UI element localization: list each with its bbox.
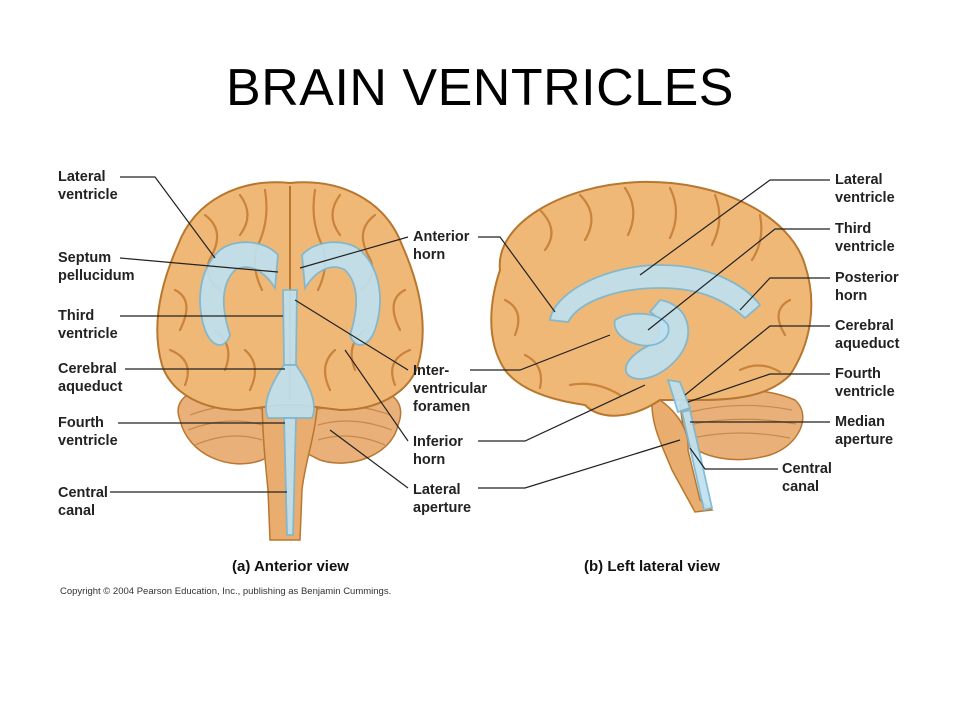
label-central-canal-a: Central [58, 485, 108, 501]
label-fourth-ventricle-b: Fourth [835, 366, 881, 382]
label-septum-pellucidum: Septum [58, 250, 111, 266]
label-third-ventricle-a: Third [58, 308, 94, 324]
label-interventricular-foramen: Inter- [413, 363, 449, 379]
label-fourth-ventricle-a: Fourth [58, 415, 104, 431]
label-lateral-ventricle-a: Lateral [58, 169, 106, 185]
label-lateral-ventricle-b: Lateral [835, 172, 883, 188]
label-cerebral-aqueduct-b: Cerebral [835, 318, 894, 334]
caption-anterior-view: (a) Anterior view [232, 558, 349, 575]
label-anterior-horn: Anterior [413, 229, 470, 245]
label-third-ventricle-b: Third [835, 221, 871, 237]
anterior-third-ventricle [283, 290, 297, 365]
label-inferior-horn: Inferior [413, 434, 463, 450]
caption-lateral-view: (b) Left lateral view [584, 558, 720, 575]
copyright-text: Copyright © 2004 Pearson Education, Inc.… [60, 586, 391, 597]
lateral-cerebrum [491, 182, 811, 416]
anterior-view-illustration [157, 182, 423, 540]
label-lateral-aperture: Lateral [413, 482, 461, 498]
lateral-view-illustration [491, 182, 811, 512]
label-central-canal-b: Central [782, 461, 832, 477]
anterior-central-canal [284, 418, 296, 535]
label-cerebral-aqueduct-a: Cerebral [58, 361, 117, 377]
label-median-aperture: Median [835, 414, 885, 430]
label-posterior-horn: Posterior [835, 270, 899, 286]
